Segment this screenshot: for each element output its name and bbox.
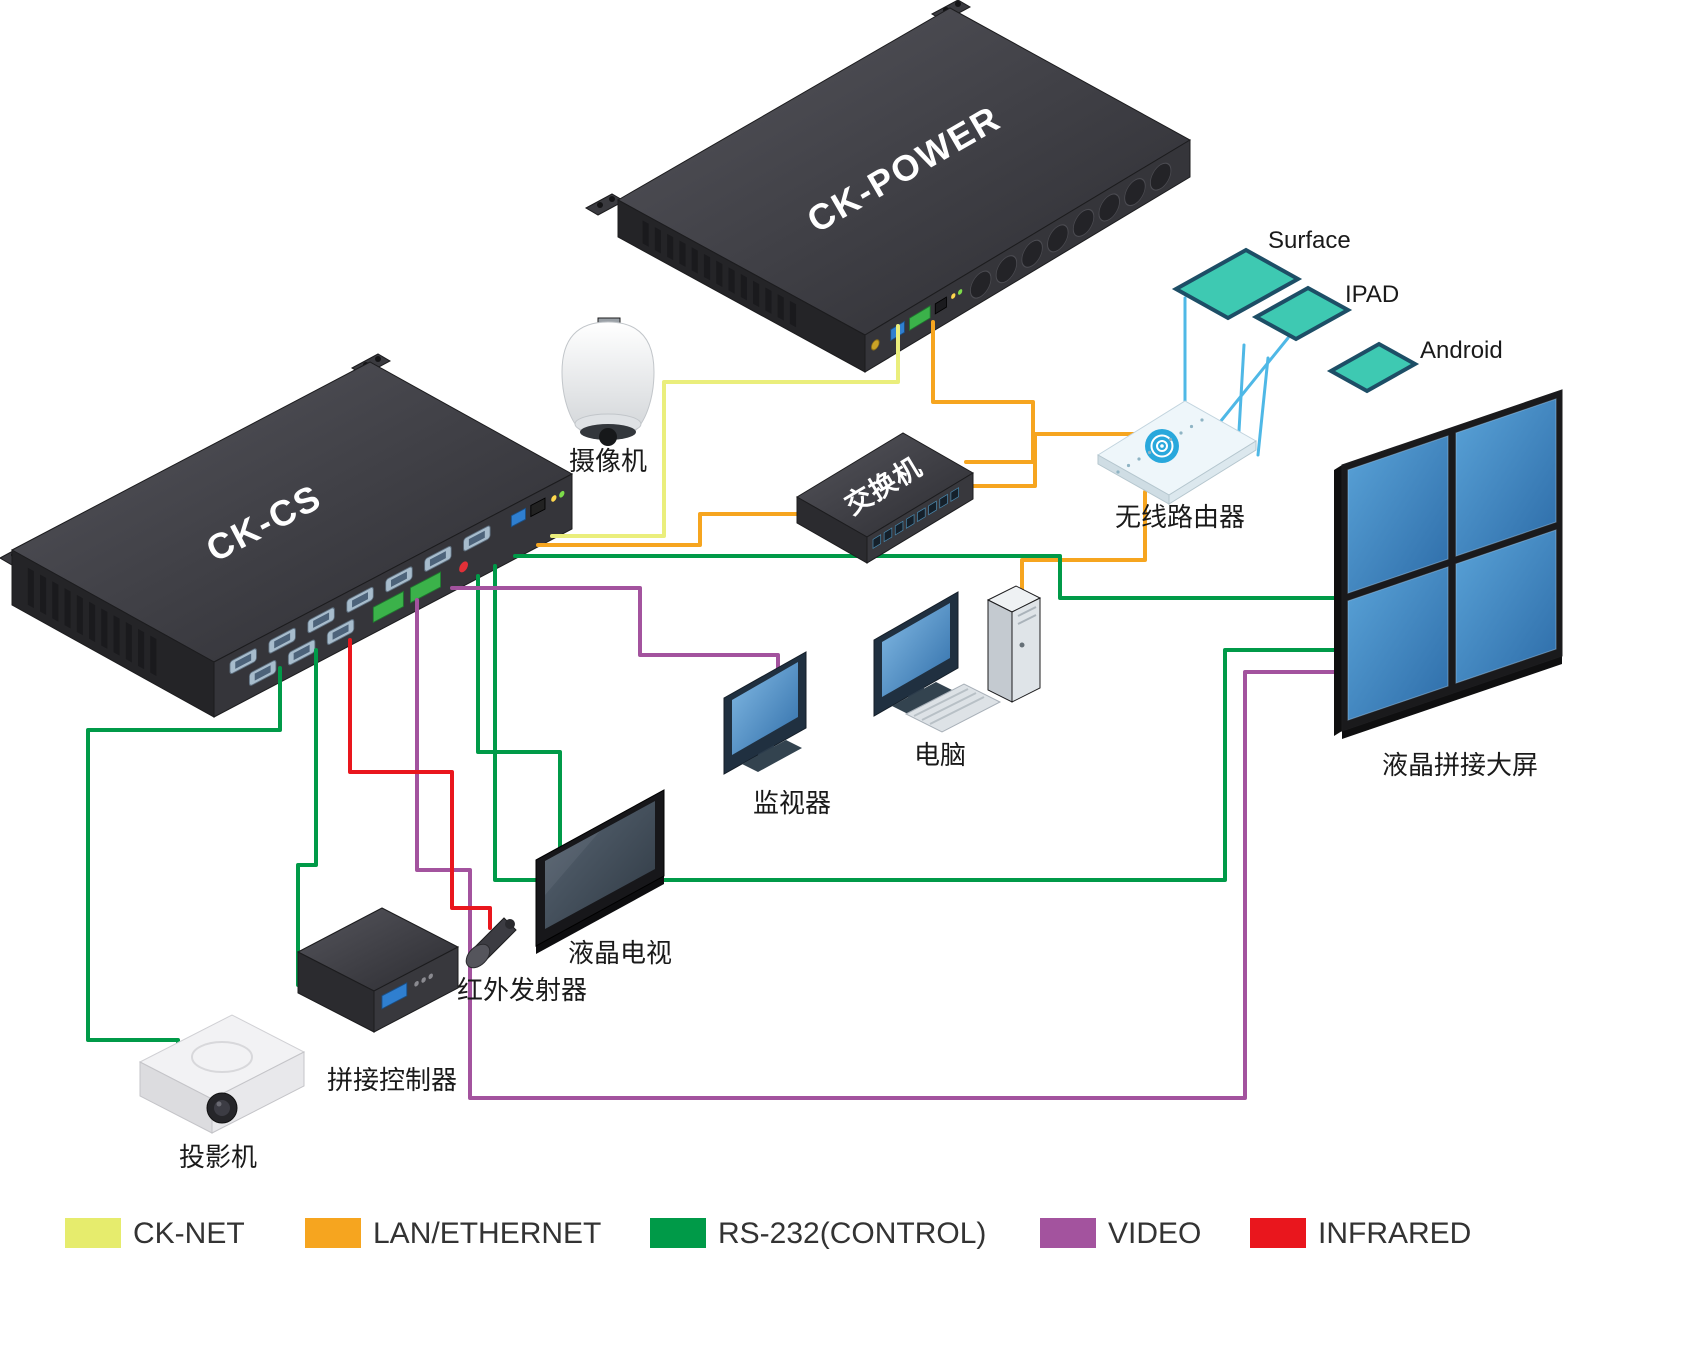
router-antenna: [1256, 356, 1270, 457]
wire-ckcs-to-ir-emitter: [348, 638, 492, 930]
camera-label: 摄像机: [569, 446, 647, 476]
ck-power-ports: [870, 162, 1172, 351]
wire-ckpower-to-switch: [931, 320, 1035, 464]
legend-swatch-rs232: [650, 1218, 706, 1248]
router-led-dots: [1116, 418, 1204, 474]
tv-device: [535, 789, 665, 954]
ck-cs-rack: CK-CS: [0, 353, 574, 718]
wire-ckcs-to-videowall-lower: [493, 564, 1348, 882]
computer-label: 电脑: [914, 740, 966, 770]
projector-device: [138, 1014, 306, 1134]
wifi-link-ipad: [1210, 336, 1290, 434]
computer-device: [873, 585, 1042, 733]
ck-cs-ports: [229, 490, 565, 686]
legend-swatch-infrared: [1250, 1218, 1306, 1248]
android-tablet: [1326, 341, 1420, 394]
connections-video: [415, 586, 1348, 1100]
wire-ckpower-to-ckcs: [550, 324, 900, 538]
splicing-controller-label: 拼接控制器: [327, 1065, 457, 1095]
rack-vent-slats: [642, 220, 797, 328]
connections-wireless: [1183, 296, 1290, 457]
rack-vent-slats: [27, 567, 157, 677]
video-wall-label: 液晶拼接大屏: [1382, 750, 1538, 780]
legend: CK-NET LAN/ETHERNET RS-232(CONTROL) VIDE…: [65, 1217, 1471, 1250]
legend-label-lan: LAN/ETHERNET: [373, 1217, 601, 1250]
controller-front-panel: [381, 973, 433, 1010]
legend-label-rs232: RS-232(CONTROL): [718, 1217, 986, 1250]
connections-infrared: [348, 638, 492, 930]
connections-rs232: [86, 554, 1348, 1054]
legend-swatch-ck-net: [65, 1218, 121, 1248]
wireless-router-device: [1097, 400, 1257, 505]
monitor-label: 监视器: [753, 788, 831, 818]
router-label: 无线路由器: [1115, 502, 1245, 532]
wire-ckcs-to-monitor: [450, 586, 780, 678]
video-wall-device: [1334, 389, 1563, 739]
wire-ckcs-to-tv: [476, 574, 562, 852]
ir-emitter-label: 红外发射器: [457, 975, 587, 1005]
network-switch-device: 交换机: [796, 432, 974, 564]
wire-ckcs-to-controller: [296, 648, 318, 987]
ipad-tablet: [1251, 285, 1353, 342]
legend-swatch-video: [1040, 1218, 1096, 1248]
legend-swatch-lan: [305, 1218, 361, 1248]
android-label: Android: [1420, 337, 1503, 364]
projector-label: 投影机: [179, 1142, 257, 1172]
switch-ports: [872, 487, 959, 549]
wire-ckcs-to-projector: [86, 666, 282, 1054]
surface-tablet: [1171, 247, 1303, 321]
ipad-label: IPAD: [1345, 281, 1399, 308]
splicing-controller-device: [296, 907, 460, 1033]
legend-label-infrared: INFRARED: [1318, 1217, 1471, 1250]
legend-label-video: VIDEO: [1108, 1217, 1201, 1250]
monitor-device: [723, 651, 807, 775]
ir-emitter-device: [465, 917, 517, 969]
legend-label-ck-net: CK-NET: [133, 1217, 245, 1250]
router-antenna: [1236, 343, 1246, 450]
wire-ckcs-to-videowall-upper: [513, 554, 1348, 600]
ck-power-rack: CK-POWER: [584, 0, 1192, 373]
connections-ck-net: [550, 324, 900, 538]
wire-ckcs-to-switch: [536, 512, 804, 547]
camera-device: [561, 317, 655, 446]
wire-switch-to-router: [966, 432, 1136, 488]
surface-label: Surface: [1268, 227, 1351, 254]
wire-ckcs-to-videowall-video: [415, 598, 1348, 1100]
tv-label: 液晶电视: [568, 938, 672, 968]
